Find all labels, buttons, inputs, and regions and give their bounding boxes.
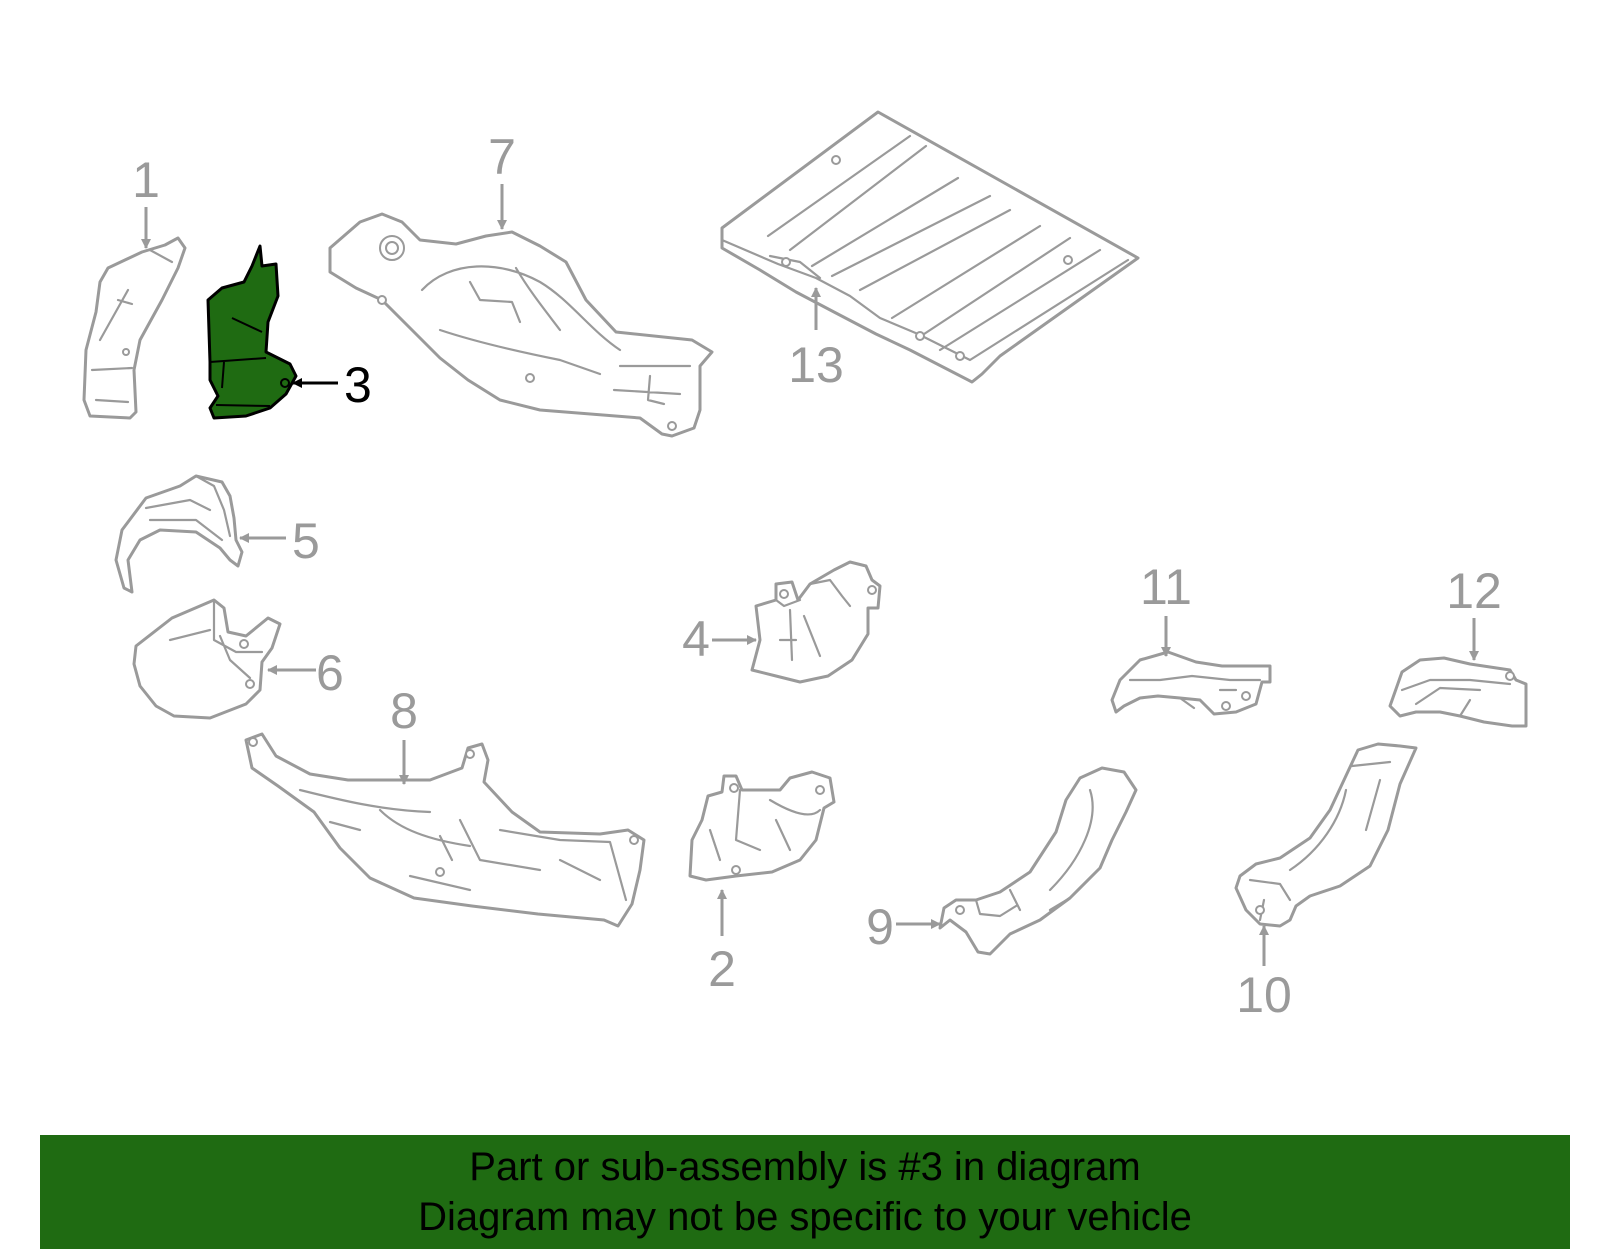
part-8-heat-shield[interactable] <box>244 732 646 928</box>
callout-4-label: 4 <box>682 611 710 667</box>
callout-5: 5 <box>239 513 320 569</box>
info-banner: Part or sub-assembly is #3 in diagram Di… <box>40 1135 1570 1249</box>
part-4-heat-shield[interactable] <box>750 560 882 684</box>
callout-6-label: 6 <box>316 645 344 701</box>
callout-1: 1 <box>132 152 160 249</box>
part-3-heat-shield-highlighted[interactable] <box>206 244 298 420</box>
callout-3-label: 3 <box>344 357 372 413</box>
callout-8: 8 <box>390 683 418 785</box>
part-12-heat-shield[interactable] <box>1388 656 1528 728</box>
callout-2-label: 2 <box>708 941 736 997</box>
callout-2: 2 <box>708 889 736 997</box>
callout-6: 6 <box>267 645 344 701</box>
part-7-heat-shield[interactable] <box>328 212 714 438</box>
callout-12-label: 12 <box>1446 563 1502 619</box>
callout-10: 10 <box>1236 925 1292 1023</box>
callout-9-label: 9 <box>866 899 894 955</box>
part-11-heat-shield[interactable] <box>1110 650 1272 716</box>
callout-8-label: 8 <box>390 683 418 739</box>
part-1-heat-shield[interactable] <box>82 236 187 420</box>
part-2-heat-shield[interactable] <box>688 770 836 882</box>
part-9-heat-shield[interactable] <box>938 766 1138 956</box>
callout-11: 11 <box>1140 559 1192 657</box>
part-10-heat-shield[interactable] <box>1234 742 1418 928</box>
part-6-heat-shield[interactable] <box>132 598 282 720</box>
callout-1-label: 1 <box>132 152 160 208</box>
callout-4: 4 <box>682 611 757 667</box>
banner-line-1: Part or sub-assembly is #3 in diagram <box>469 1145 1141 1189</box>
callout-13-label: 13 <box>788 337 844 393</box>
banner-line-2: Diagram may not be specific to your vehi… <box>418 1195 1192 1239</box>
callout-9: 9 <box>866 899 941 955</box>
callout-7-label: 7 <box>488 129 516 185</box>
callout-13: 13 <box>788 287 844 393</box>
part-5-heat-shield[interactable] <box>114 474 244 594</box>
callout-5-label: 5 <box>292 513 320 569</box>
callout-11-label: 11 <box>1140 559 1192 615</box>
callout-12: 12 <box>1446 563 1502 661</box>
callout-3: 3 <box>292 357 372 413</box>
callout-10-label: 10 <box>1236 967 1292 1023</box>
part-13-under-cover[interactable] <box>720 110 1140 384</box>
callout-7: 7 <box>488 129 516 230</box>
